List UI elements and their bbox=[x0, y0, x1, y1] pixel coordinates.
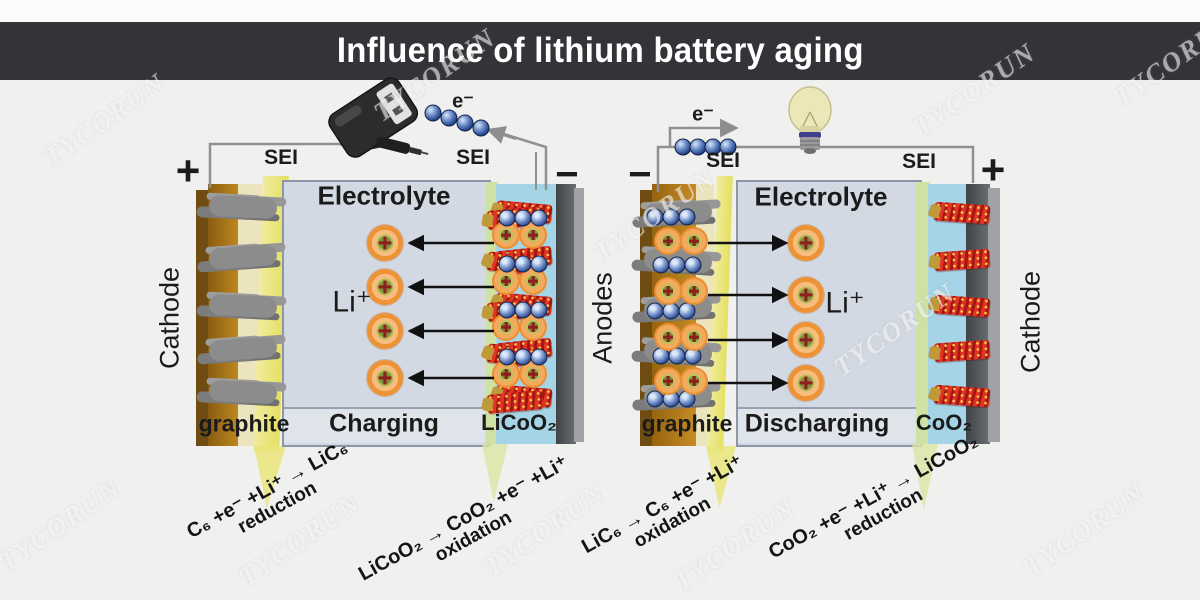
page-title: Influence of lithium battery aging bbox=[336, 31, 864, 70]
left-circuit-wire bbox=[208, 142, 341, 188]
left-cell-electrolyte-label: Electrolyte bbox=[317, 180, 451, 211]
right-cell-negative-terminal: − bbox=[628, 152, 652, 197]
electron-bead bbox=[472, 119, 490, 137]
li-ion bbox=[788, 277, 824, 313]
right-cell-bottom-strip bbox=[738, 407, 916, 443]
right-cell-electrolyte bbox=[736, 180, 922, 447]
right-cell-electron-label: e⁻ bbox=[692, 103, 714, 126]
left-cell-electrode-edge bbox=[196, 190, 210, 446]
left-cell-positive-terminal: + bbox=[175, 147, 201, 194]
li-ion bbox=[367, 360, 403, 396]
intercalated-li-ion bbox=[680, 277, 708, 305]
li-ion bbox=[367, 269, 403, 305]
electron-bead bbox=[424, 104, 442, 122]
intercalated-li-ion bbox=[654, 323, 682, 351]
reaction-cathode-discharging: CoO₂ +e⁻ +Li⁺ → LiCoO₂ reduction bbox=[764, 428, 992, 582]
li-ion bbox=[788, 365, 824, 401]
left-cell-sei-label-left: SEI bbox=[264, 146, 298, 169]
intercalated-li-ion bbox=[680, 227, 708, 255]
electron-particle bbox=[684, 256, 702, 274]
reaction-cathode-charging: LiCoO₂ → CoO₂ +e⁻ +Li⁺ oxidation bbox=[354, 450, 582, 600]
right-cell-collector-edge bbox=[988, 188, 1000, 442]
right-cell-sei-label-right: SEI bbox=[902, 150, 936, 173]
left-cell-negative-terminal: − bbox=[555, 152, 579, 197]
adapter-plug bbox=[376, 136, 429, 156]
right-cell-sei-label-left: SEI bbox=[706, 149, 740, 172]
intercalated-li-ion bbox=[654, 367, 682, 395]
right-cell-graphite-label: graphite bbox=[641, 410, 733, 437]
electron-flow-arrow-left bbox=[486, 126, 517, 144]
electron-particle bbox=[530, 301, 548, 319]
reaction-type: reduction bbox=[840, 484, 927, 545]
reaction-anode-discharging: LiC₆ → C₆ +e⁻ +Li⁺ oxidation bbox=[577, 450, 757, 577]
right-cell-positive-terminal: + bbox=[980, 146, 1006, 193]
reaction-formula: CoO₂ +e⁻ +Li⁺ → LiCoO₂ bbox=[765, 429, 982, 564]
intercalated-li-ion bbox=[654, 277, 682, 305]
electron-bead bbox=[456, 114, 474, 132]
electron-particle bbox=[530, 209, 548, 227]
reaction-type: oxidation bbox=[431, 506, 516, 567]
left-cell-collector bbox=[556, 184, 576, 444]
li-ion bbox=[367, 225, 403, 261]
li-ion bbox=[788, 225, 824, 261]
reaction-anode-charging: C₆ +e⁻ +Li⁺ → LiC₆ reduction bbox=[182, 435, 362, 562]
reaction-formula: LiCoO₂ → CoO₂ +e⁻ +Li⁺ bbox=[355, 451, 572, 586]
left-cell-cathode-material-label: LiCoO₂ bbox=[481, 410, 557, 435]
right-cell-electrolyte-label: Electrolyte bbox=[754, 181, 888, 212]
electron-flow-arrow-right bbox=[668, 118, 739, 147]
intercalated-li-ion bbox=[654, 227, 682, 255]
electron-particle bbox=[530, 348, 548, 366]
right-cell-ion-label: Li⁺ bbox=[825, 286, 865, 320]
left-cell-collector-edge bbox=[574, 188, 584, 442]
right-cell-side-label-left: Anodes bbox=[587, 272, 618, 364]
electron-bead bbox=[440, 109, 458, 127]
right-cell-side-label-right: Cathode bbox=[1015, 270, 1046, 374]
intercalated-li-ion bbox=[680, 367, 708, 395]
li-ion bbox=[788, 322, 824, 358]
right-cell-sei-layer-right bbox=[916, 182, 930, 444]
light-bulb bbox=[788, 86, 832, 154]
top-strip bbox=[0, 0, 1200, 22]
title-banner: Influence of lithium battery aging bbox=[0, 22, 1200, 80]
left-cell-graphite-label: graphite bbox=[198, 410, 290, 437]
right-cell-cathode-material-label: CoO₂ bbox=[915, 410, 973, 435]
left-cell-mode-label: Charging bbox=[329, 409, 439, 438]
left-cell-side-label: Cathode bbox=[154, 266, 185, 370]
electron-particle bbox=[530, 255, 548, 273]
left-cell-ion-label: Li⁺ bbox=[332, 285, 372, 319]
left-cell-bottom-strip bbox=[284, 407, 485, 443]
power-adapter bbox=[328, 77, 419, 158]
left-cell-sei-label-right: SEI bbox=[456, 146, 490, 169]
electron-particle bbox=[678, 208, 696, 226]
electron-bead bbox=[719, 138, 737, 156]
left-cell-electron-label: e⁻ bbox=[452, 90, 474, 113]
intercalated-li-ion bbox=[680, 323, 708, 351]
li-ion bbox=[367, 313, 403, 349]
right-cell-mode-label: Discharging bbox=[744, 409, 890, 438]
